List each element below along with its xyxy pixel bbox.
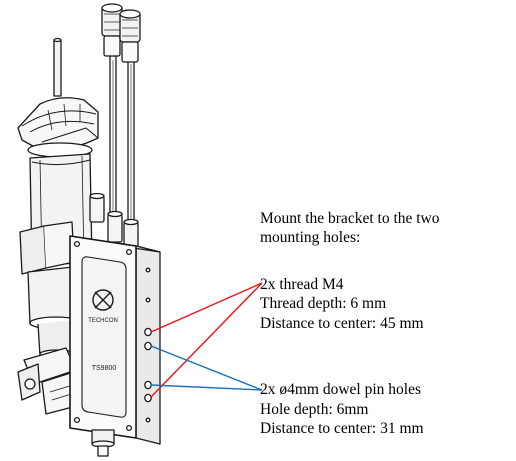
thread-depth: Thread depth: 6 mm bbox=[260, 295, 387, 312]
dowel-title: 2x ø4mm dowel pin holes bbox=[260, 381, 422, 398]
techcon-logo-icon bbox=[92, 289, 114, 311]
dowel-hole-lower bbox=[144, 380, 152, 390]
thread-hole-lower bbox=[144, 393, 152, 403]
dowel-hole-upper bbox=[144, 341, 152, 351]
valve-body-block bbox=[69, 235, 161, 445]
dowel-leader-lower bbox=[150, 384, 263, 391]
side-bracket bbox=[19, 221, 75, 275]
device-model-text: TS9800 bbox=[92, 365, 117, 372]
thread-title: 2x thread M4 bbox=[260, 276, 344, 293]
thread-leader-lower bbox=[150, 282, 263, 398]
thread-distance: Distance to center: 45 mm bbox=[260, 315, 424, 332]
dowel-distance: Distance to center: 31 mm bbox=[260, 420, 424, 437]
thread-hole-upper bbox=[144, 327, 152, 337]
adjustment-knob bbox=[17, 97, 99, 158]
m8-connector-right bbox=[119, 9, 141, 63]
thread-leader-upper bbox=[150, 282, 263, 333]
intro-line-1: Mount the bracket to the two bbox=[260, 210, 440, 227]
dowel-leader-upper bbox=[150, 345, 263, 391]
air-fittings bbox=[89, 192, 139, 249]
m8-connector-left bbox=[101, 3, 123, 57]
dowel-depth: Hole depth: 6mm bbox=[260, 401, 369, 418]
device-logo-text: TECHCON bbox=[88, 318, 118, 324]
dispensing-nozzle bbox=[91, 429, 115, 457]
air-rod bbox=[53, 37, 62, 97]
intro-line-2: mounting holes: bbox=[260, 229, 361, 246]
